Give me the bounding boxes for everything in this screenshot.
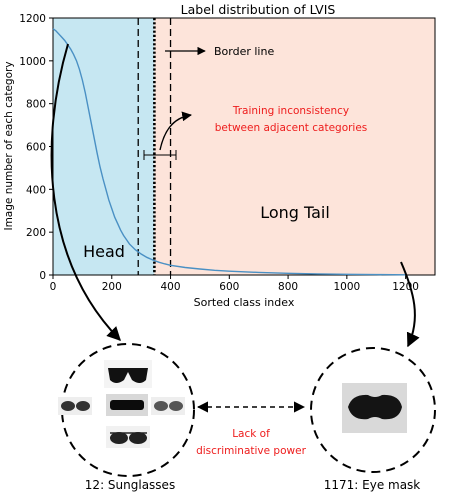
y-tick-label: 1000 [19,56,46,68]
discriminative-label-line1: Lack of [232,428,270,440]
y-tick-label: 400 [26,184,46,196]
x-tick-label: 1200 [392,281,419,293]
x-axis-label: Sorted class index [194,296,295,309]
y-tick-label: 800 [26,99,46,111]
y-axis-ticks: 0 200 400 600 800 1000 1200 [19,13,53,282]
y-axis-label: Image number of each category [3,61,15,230]
region-label-long-tail: Long Tail [260,203,330,222]
x-tick-label: 200 [102,281,122,293]
border-line-label: Border line [214,45,274,58]
chart-title: Label distribution of LVIS [181,2,336,17]
x-tick-label: 800 [278,281,298,293]
plot-regions [53,18,435,275]
x-axis-ticks: 0 200 400 600 800 1000 1200 [50,275,419,293]
sunglasses-photos [58,360,185,448]
inconsistency-label-line1: Training inconsistency [232,105,349,117]
x-tick-label: 1000 [333,281,360,293]
x-tick-label: 400 [161,281,181,293]
inconsistency-label-line2: between adjacent categories [215,122,368,134]
y-tick-label: 0 [39,270,46,282]
series-line [52,28,406,276]
eye-mask-arrow [400,261,420,348]
inconsistency-bracket-ends [143,150,177,160]
sunglasses-label: 12: Sunglasses [85,478,175,492]
inconsistency-arrow [159,111,192,151]
x-tick-label: 0 [50,281,57,293]
region-head [53,18,155,275]
y-tick-label: 600 [26,142,46,154]
region-label-head: Head [83,242,125,261]
x-tick-label: 600 [219,281,239,293]
eye-mask-label: 1171: Eye mask [324,478,421,492]
sunglasses-arrow [50,43,121,342]
eye-mask-photo [342,383,407,433]
y-tick-label: 1200 [19,13,46,25]
boundary-lines [137,18,172,275]
y-tick-label: 200 [26,227,46,239]
discriminative-label-line2: discriminative power [196,445,306,457]
region-long-tail [154,18,435,275]
